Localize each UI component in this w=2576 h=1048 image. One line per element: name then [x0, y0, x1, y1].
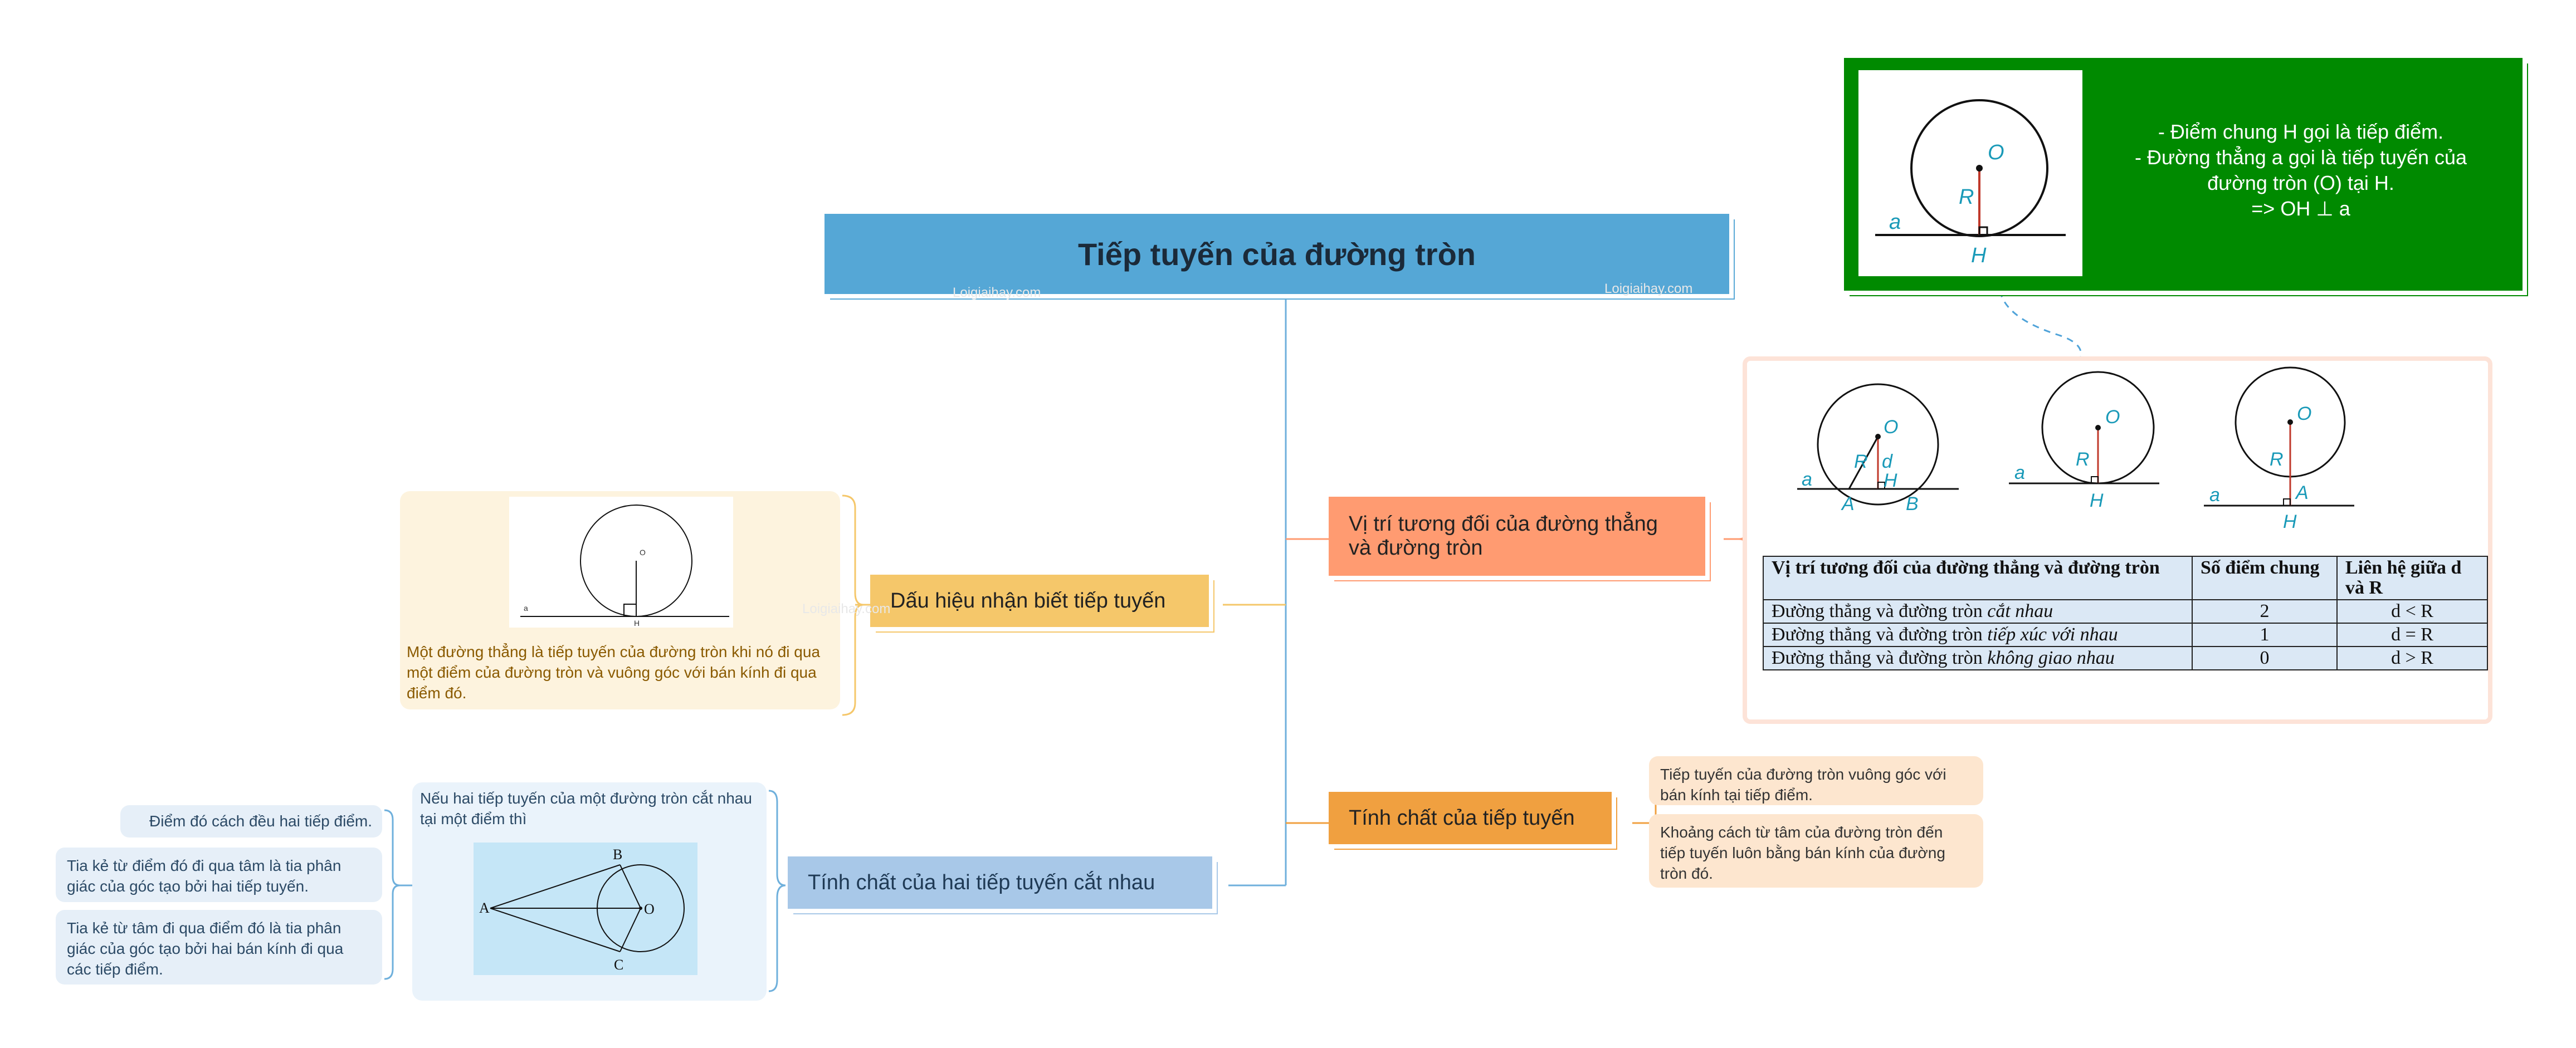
two-tangents-leaf[interactable]: Điểm đó cách đều hai tiếp điểm. — [120, 805, 382, 838]
label-a: a — [1889, 210, 1901, 234]
label-H: H — [634, 619, 640, 628]
label-B: B — [1906, 493, 1919, 515]
label-C: C — [614, 957, 623, 973]
header-position: Vị trí tương đối của đường thẳng và đườn… — [1763, 556, 2193, 600]
relative-position-detail: O R d H a A B O R a H O R a A H Vị trí t… — [1743, 356, 2492, 724]
two-tangents-note[interactable]: Nếu hai tiếp tuyến của một đường tròn cắ… — [412, 782, 767, 1001]
header-relation: Liên hệ giữa d và R — [2336, 556, 2488, 600]
cell-position: Đường thẳng và đường tròn không giao nha… — [1763, 646, 2193, 670]
two-tangents-text: Nếu hai tiếp tuyến của một đường tròn cắ… — [420, 790, 752, 827]
cell-points: 1 — [2192, 623, 2338, 647]
label-A: A — [2295, 482, 2309, 503]
label-A: A — [479, 900, 490, 916]
definition-line: - Đường thẳng a gọi là tiếp tuyến của — [2134, 146, 2467, 169]
label-d: d — [1882, 451, 1893, 472]
watermark: Loigiaihay.com — [1604, 281, 1693, 296]
label-O: O — [1988, 141, 2004, 164]
label-a: a — [2209, 484, 2220, 506]
tangent-definition-card[interactable]: O R a H - Điểm chung H gọi là tiếp điểm.… — [1844, 58, 2523, 291]
cell-relation: d > R — [2336, 646, 2488, 670]
root-topic[interactable]: Tiếp tuyến của đường tròn — [824, 214, 1729, 294]
tangent-sign-text: Một đường thẳng là tiếp tuyến của đường … — [407, 643, 821, 702]
label-a: a — [524, 604, 528, 613]
label-R: R — [2270, 449, 2284, 470]
property-leaf[interactable]: Khoảng cách từ tâm của đường tròn đến ti… — [1649, 814, 1983, 888]
definition-line: => OH ⊥ a — [2251, 197, 2350, 220]
tangent-figure: O R a H — [1858, 70, 2082, 276]
table-row: Đường thẳng và đường tròn tiếp xúc với n… — [1763, 623, 2488, 647]
branch-tangent-property[interactable]: Tính chất của tiếp tuyến — [1329, 792, 1612, 844]
branch-label: Tính chất của tiếp tuyến — [1349, 806, 1575, 830]
label-a: a — [2014, 462, 2025, 483]
tangent-sign-figure: O a H — [509, 497, 733, 628]
label-R: R — [2076, 449, 2090, 470]
label-H: H — [2283, 511, 2297, 532]
label-H: H — [1971, 244, 1987, 267]
branch-tangent-sign[interactable]: Dấu hiệu nhận biết tiếp tuyến — [870, 575, 1209, 627]
label-O: O — [2297, 403, 2311, 424]
label-R: R — [1854, 451, 1868, 472]
cell-position: Đường thẳng và đường tròn cắt nhau — [1763, 599, 2193, 624]
tangent-sign-note[interactable]: O a H Một đường thẳng là tiếp tuyến của … — [400, 491, 840, 709]
figure-tangent: O R a H — [2009, 371, 2159, 511]
cell-position: Đường thẳng và đường tròn tiếp xúc với n… — [1763, 623, 2193, 647]
table-row: Đường thẳng và đường tròn cắt nhau 2 d <… — [1763, 599, 2488, 624]
definition-line: đường tròn (O) tại H. — [2207, 172, 2394, 194]
label-B: B — [613, 846, 622, 863]
label-O: O — [1884, 417, 1898, 438]
label-O: O — [644, 901, 655, 917]
figure-disjoint: O R a A H — [2204, 366, 2354, 532]
definition-text: - Điểm chung H gọi là tiếp điểm. - Đường… — [2089, 119, 2512, 222]
header-points: Số điểm chung — [2192, 556, 2338, 600]
label-A: A — [1841, 493, 1855, 515]
cell-relation: d < R — [2336, 599, 2488, 624]
branch-label: Vị trí tương đối của đường thẳng và đườn… — [1349, 512, 1658, 560]
table-header-row: Vị trí tương đối của đường thẳng và đườn… — [1763, 556, 2488, 600]
branch-relative-position[interactable]: Vị trí tương đối của đường thẳng và đườn… — [1329, 497, 1705, 576]
label-R: R — [1959, 185, 1974, 209]
branch-label: Dấu hiệu nhận biết tiếp tuyến — [890, 589, 1166, 613]
label-H: H — [1884, 470, 1897, 491]
two-tangents-leaf[interactable]: Tia kẻ từ tâm đi qua điểm đó là tia phân… — [56, 910, 382, 985]
table-row: Đường thẳng và đường tròn không giao nha… — [1763, 646, 2488, 670]
relative-position-table: Vị trí tương đối của đường thẳng và đườn… — [1763, 556, 2488, 670]
branch-label: Tính chất của hai tiếp tuyến cắt nhau — [808, 870, 1155, 894]
label-H: H — [2090, 490, 2104, 511]
watermark: Loigiaihay.com — [802, 601, 891, 616]
cell-relation: d = R — [2336, 623, 2488, 647]
two-tangents-figure: A B C O — [474, 843, 697, 975]
two-tangents-leaf[interactable]: Tia kẻ từ điểm đó đi qua tâm là tia phân… — [56, 848, 382, 902]
label-O: O — [640, 548, 646, 557]
watermark: Loigiaihay.com — [953, 285, 1041, 300]
label-O: O — [2105, 407, 2120, 428]
definition-line: - Điểm chung H gọi là tiếp điểm. — [2158, 120, 2444, 143]
figure-secant: O R d H a A B — [1797, 383, 1959, 515]
property-leaf[interactable]: Tiếp tuyến của đường tròn vuông góc với … — [1649, 756, 1983, 805]
root-title: Tiếp tuyến của đường tròn — [1077, 236, 1476, 272]
cell-points: 2 — [2192, 599, 2338, 624]
branch-two-tangents[interactable]: Tính chất của hai tiếp tuyến cắt nhau — [788, 856, 1212, 909]
label-a: a — [1802, 469, 1812, 490]
cell-points: 0 — [2192, 646, 2338, 670]
